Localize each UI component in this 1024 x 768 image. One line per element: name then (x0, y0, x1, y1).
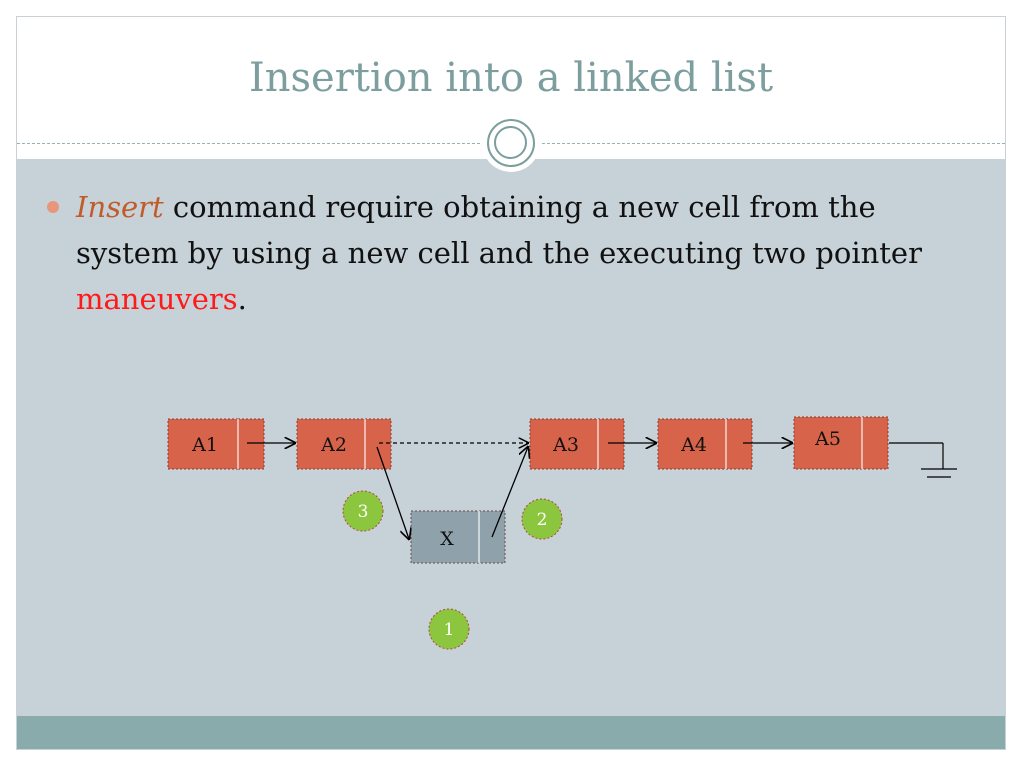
slide: Insertion into a linked list Insert comm… (16, 16, 1006, 750)
step-number: 3 (358, 502, 369, 522)
node-a1: A1 (167, 418, 265, 470)
node-label: X (440, 528, 454, 550)
step-number: 2 (537, 510, 548, 530)
bullet-dot-icon (47, 201, 59, 213)
step-circle-2: 2 (521, 498, 563, 540)
bullet-end: . (237, 282, 247, 316)
footer-bar (17, 716, 1005, 749)
node-x: X (410, 510, 506, 564)
step-number: 1 (444, 620, 455, 640)
node-label: A2 (320, 434, 347, 456)
slide-title: Insertion into a linked list (248, 55, 774, 101)
bullet-text: Insert command require obtaining a new c… (76, 184, 977, 322)
arrow-a2-x (376, 446, 409, 539)
node-a3: A3 (529, 418, 625, 470)
node-a5: A5 (793, 416, 889, 470)
arrow-x-a3 (491, 447, 528, 538)
step-circle-3: 3 (342, 490, 384, 532)
node-a4: A4 (657, 418, 753, 470)
node-a2: A2 (296, 418, 392, 470)
node-label: A5 (814, 428, 841, 450)
maneuvers-keyword: maneuvers (76, 282, 238, 316)
bullet-point: Insert command require obtaining a new c… (47, 184, 977, 322)
null-ground-icon (889, 442, 957, 478)
bullet-body: command require obtaining a new cell fro… (76, 190, 922, 270)
divider-ring-icon (482, 114, 540, 172)
node-label: A4 (680, 434, 707, 456)
insert-keyword: Insert (76, 190, 164, 224)
node-label: A3 (552, 434, 579, 456)
step-circle-1: 1 (428, 608, 470, 650)
node-label: A1 (191, 434, 218, 456)
linked-list-diagram: A1 A2 A3 A4 A5 (167, 416, 957, 650)
